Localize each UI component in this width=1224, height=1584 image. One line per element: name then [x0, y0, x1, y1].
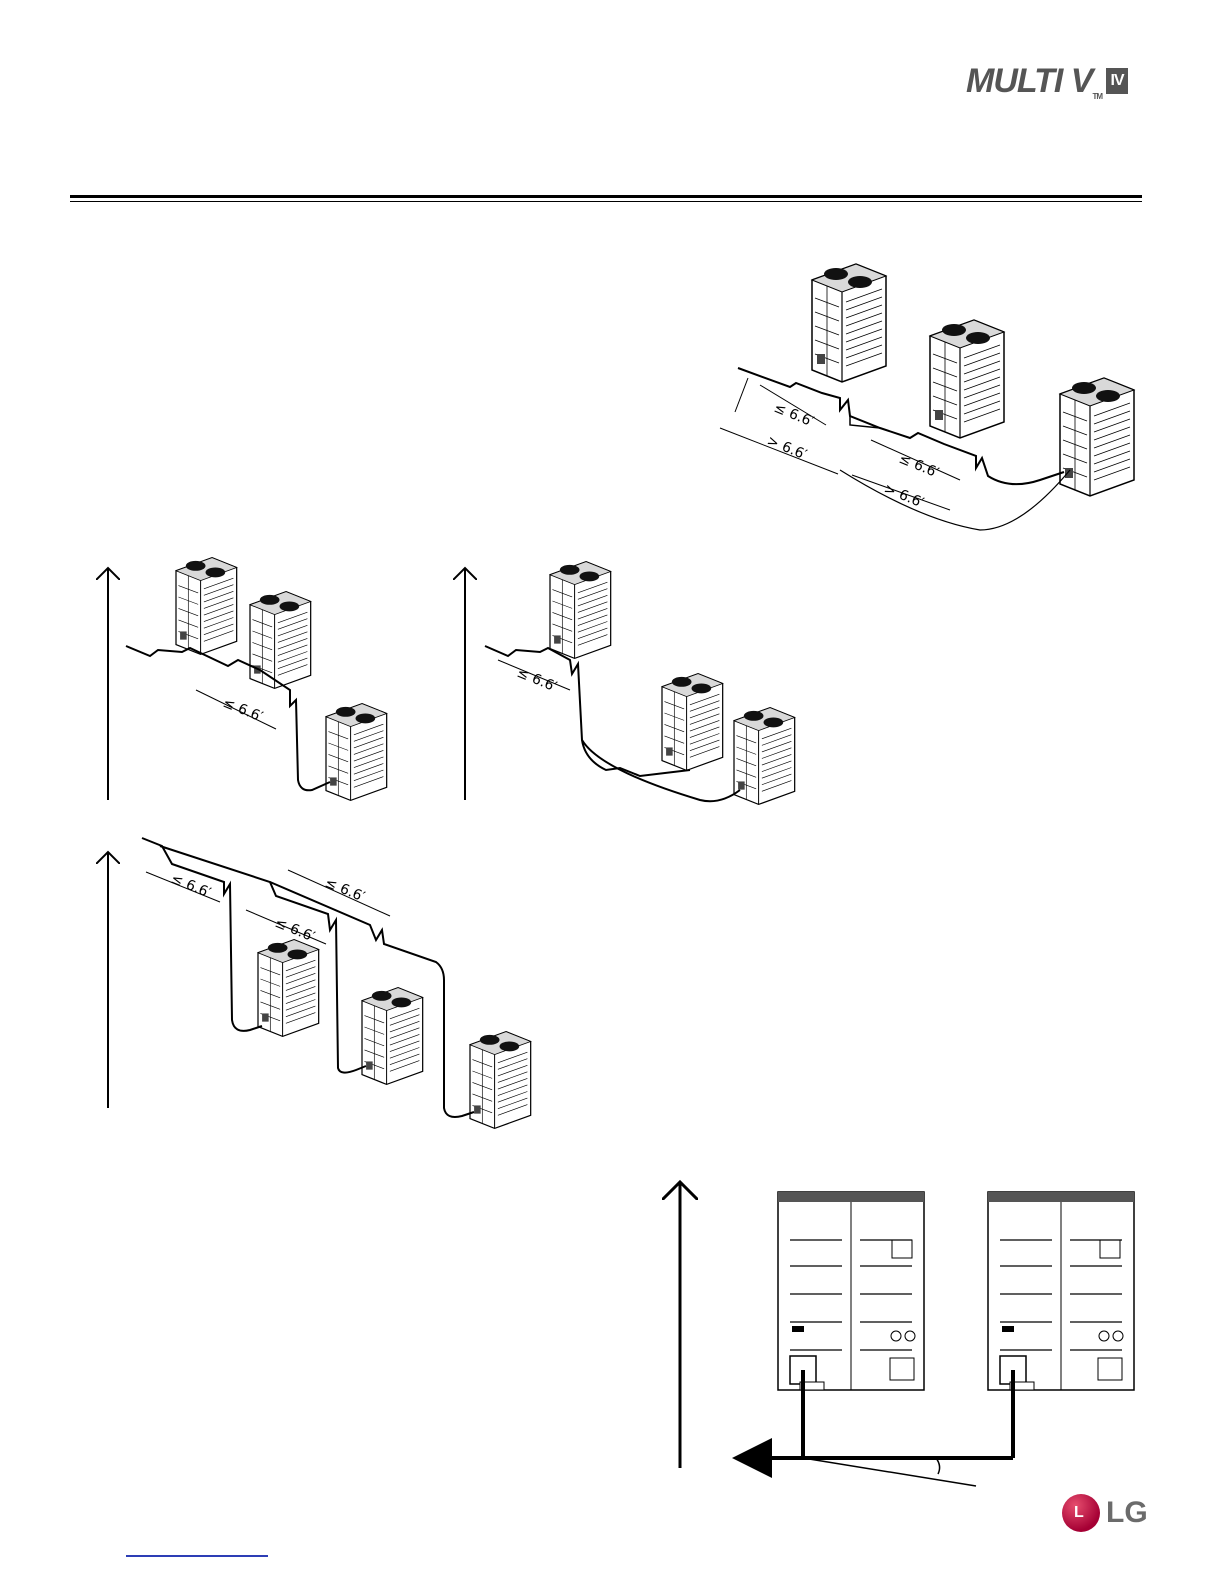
dim-label: ≤ 6.6′ — [323, 875, 368, 905]
dim-label: > 6.6′ — [765, 433, 810, 463]
diagram-middle-right: ≤ 6.6′ — [465, 562, 795, 805]
diagram-lower-left: ≤ 6.6′ ≤ 6.6′ ≤ 6.6′ — [108, 838, 531, 1128]
footer-link-underline[interactable] — [126, 1555, 268, 1557]
diagram-middle-left: ≤ 6.6′ — [108, 558, 387, 801]
lg-logo: L LG — [1062, 1494, 1146, 1534]
lg-logo-text: LG — [1106, 1496, 1148, 1530]
front-unit-left — [778, 1192, 924, 1390]
dim-label: ≤ 6.6′ — [772, 400, 817, 430]
dim-label: ≤ 6.6′ — [897, 451, 942, 481]
lg-logo-face: L — [1074, 1504, 1084, 1522]
front-unit-right — [988, 1192, 1134, 1390]
diagram-front-view — [680, 1182, 1134, 1486]
dim-label: ≤ 6.6′ — [515, 665, 560, 695]
diagram-top-right: ≤ 6.6′ > 6.6′ ≤ 6.6′ > 6.6′ — [720, 264, 1134, 530]
dim-label: > 6.6′ — [882, 481, 927, 511]
dim-label: ≤ 6.6′ — [221, 695, 266, 725]
lg-logo-mark: L — [1062, 1494, 1100, 1532]
